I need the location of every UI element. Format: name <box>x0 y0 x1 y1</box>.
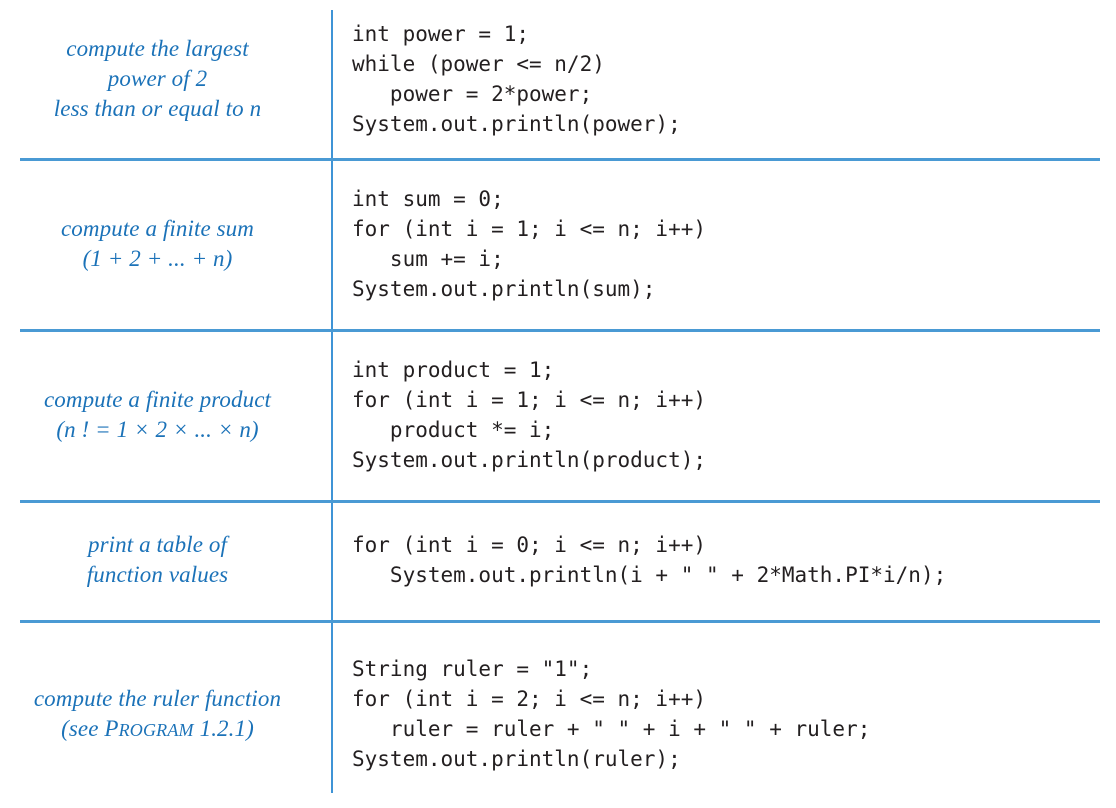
description-line: power of 2 <box>107 66 208 91</box>
description-cell: compute the ruler function (see PROGRAM … <box>0 684 331 745</box>
code-cell: int sum = 0; for (int i = 1; i <= n; i++… <box>331 184 1116 304</box>
code-cell: int product = 1; for (int i = 1; i <= n;… <box>331 355 1116 475</box>
row-divider-rule <box>20 158 1100 161</box>
description-cell: print a table of function values <box>0 530 331 590</box>
code-cell: for (int i = 0; i <= n; i++) System.out.… <box>331 530 1116 590</box>
description-line: (n ! = 1 × 2 × ... × n) <box>56 416 259 442</box>
row-divider-rule <box>20 500 1100 503</box>
column-divider-vertical-rule <box>331 10 333 793</box>
code-snippet: int product = 1; for (int i = 1; i <= n;… <box>352 357 707 472</box>
code-snippet: String ruler = "1"; for (int i = 2; i <=… <box>352 657 871 771</box>
table-row: print a table of function values for (in… <box>0 500 1116 620</box>
description-cell: compute a finite product (n ! = 1 × 2 × … <box>0 385 331 445</box>
description-cell: compute the largest power of 2 less than… <box>0 34 331 124</box>
table-row: compute a finite sum (1 + 2 + ... + n) i… <box>0 158 1116 329</box>
code-cell: int power = 1; while (power <= n/2) powe… <box>331 19 1116 139</box>
reference-smallcaps-rest: ROGRAM <box>118 719 194 740</box>
description-line: print a table of <box>88 532 227 557</box>
description-line: function values <box>86 562 229 587</box>
description-line: compute a finite product <box>43 386 272 412</box>
description-line: less than or equal to n <box>53 96 262 121</box>
code-snippet: for (int i = 0; i <= n; i++) System.out.… <box>352 533 947 587</box>
table-row: compute the largest power of 2 less than… <box>0 0 1116 158</box>
reference-number: 1.2.1) <box>193 715 254 741</box>
description-line: compute a finite sum <box>61 215 254 241</box>
code-snippet: int power = 1; while (power <= n/2) powe… <box>352 22 681 136</box>
description-line: (1 + 2 + ... + n) <box>82 245 233 271</box>
table-row: compute a finite product (n ! = 1 × 2 × … <box>0 329 1116 500</box>
row-divider-rule <box>20 620 1100 623</box>
description-line: compute the largest <box>66 36 249 61</box>
code-cell: String ruler = "1"; for (int i = 2; i <=… <box>331 654 1116 774</box>
code-snippet: int sum = 0; for (int i = 1; i <= n; i++… <box>352 186 707 301</box>
row-divider-rule <box>20 329 1100 332</box>
reference-prefix: (see <box>61 715 105 741</box>
table-row: compute the ruler function (see PROGRAM … <box>0 620 1116 808</box>
reference-smallcaps-initial: P <box>104 715 119 741</box>
program-reference: (see PROGRAM 1.2.1) <box>10 714 305 745</box>
description-cell: compute a finite sum (1 + 2 + ... + n) <box>0 214 331 274</box>
description-line: compute the ruler function <box>33 685 282 711</box>
